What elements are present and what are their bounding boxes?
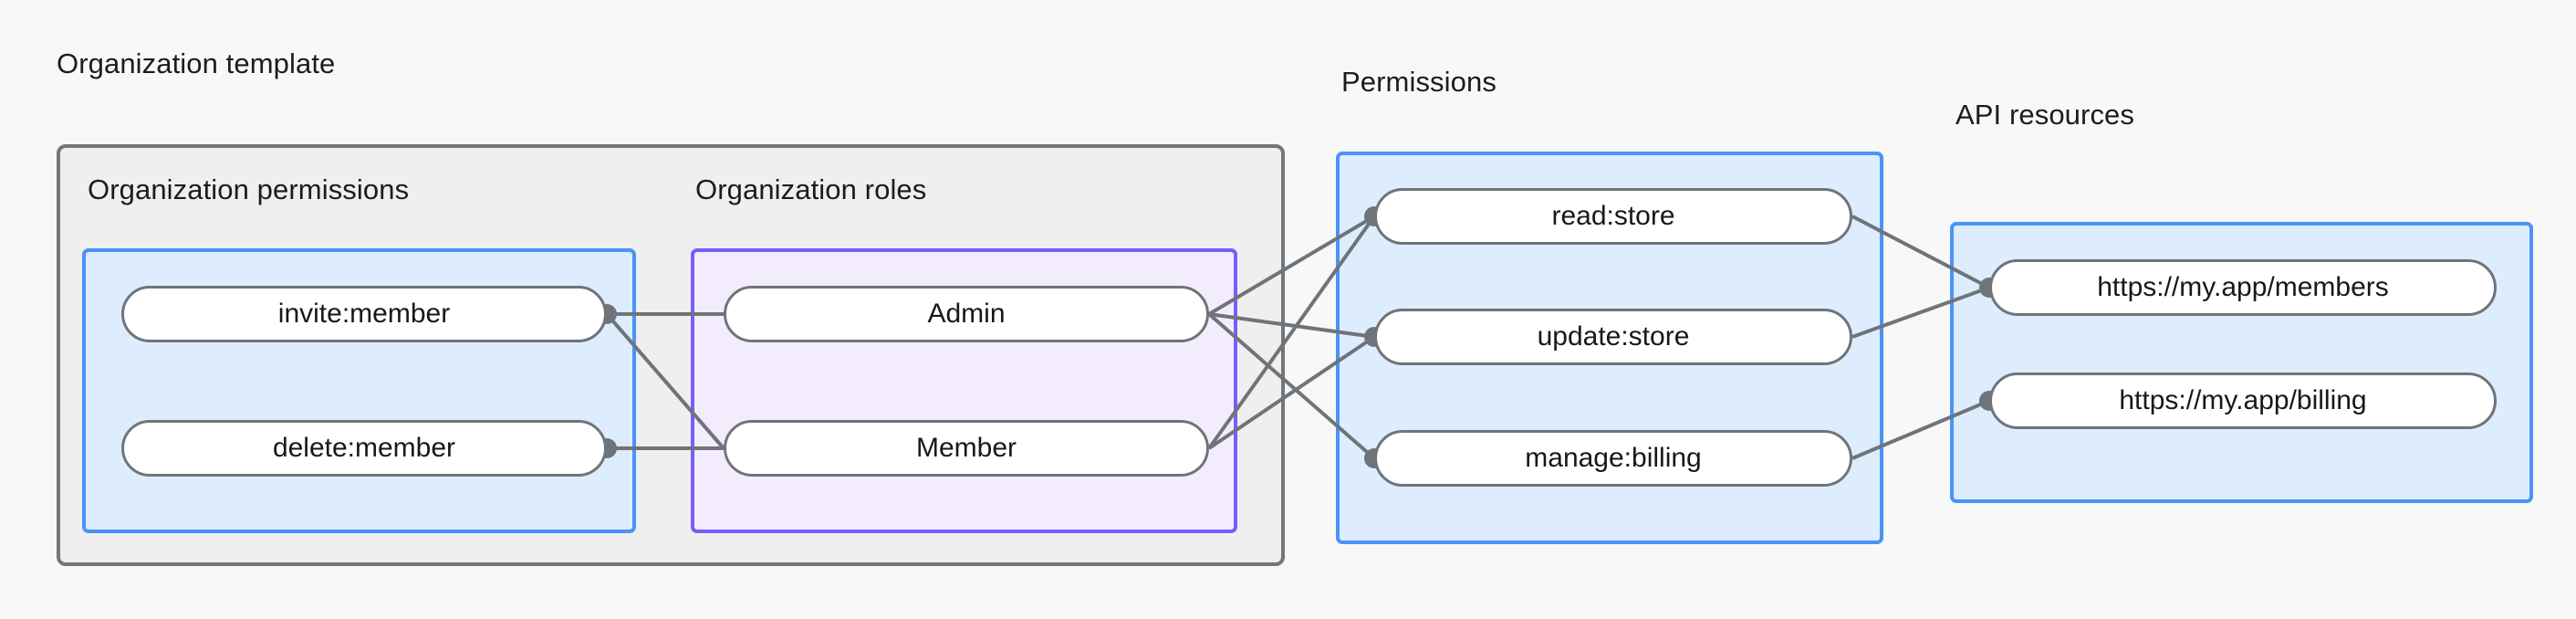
group-title-organization-permissions: Organization permissions <box>88 173 410 205</box>
node-admin[interactable]: Admin <box>724 286 1209 342</box>
node-invite-member[interactable]: invite:member <box>121 286 607 342</box>
group-title-organization-template: Organization template <box>57 47 336 79</box>
group-title-permissions: Permissions <box>1341 66 1497 98</box>
node-update-store[interactable]: update:store <box>1374 309 1852 365</box>
group-title-organization-roles: Organization roles <box>695 173 927 205</box>
node-manage-billing[interactable]: manage:billing <box>1374 430 1852 487</box>
group-title-api-resources: API resources <box>1955 99 2134 131</box>
node-label: Admin <box>927 299 1006 329</box>
node-https-my-app-members[interactable]: https://my.app/members <box>1989 259 2497 316</box>
node-https-my-app-billing[interactable]: https://my.app/billing <box>1989 372 2497 429</box>
node-member[interactable]: Member <box>724 420 1209 477</box>
node-label: https://my.app/billing <box>2119 385 2367 415</box>
node-label: Member <box>915 433 1017 463</box>
node-label: manage:billing <box>1525 443 1702 473</box>
node-label: invite:member <box>277 299 451 329</box>
node-label: https://my.app/members <box>2097 272 2389 302</box>
node-label: read:store <box>1551 201 1675 231</box>
node-label: update:store <box>1537 321 1690 351</box>
node-read-store[interactable]: read:store <box>1374 188 1852 245</box>
node-delete-member[interactable]: delete:member <box>121 420 607 477</box>
node-label: delete:member <box>272 433 456 463</box>
